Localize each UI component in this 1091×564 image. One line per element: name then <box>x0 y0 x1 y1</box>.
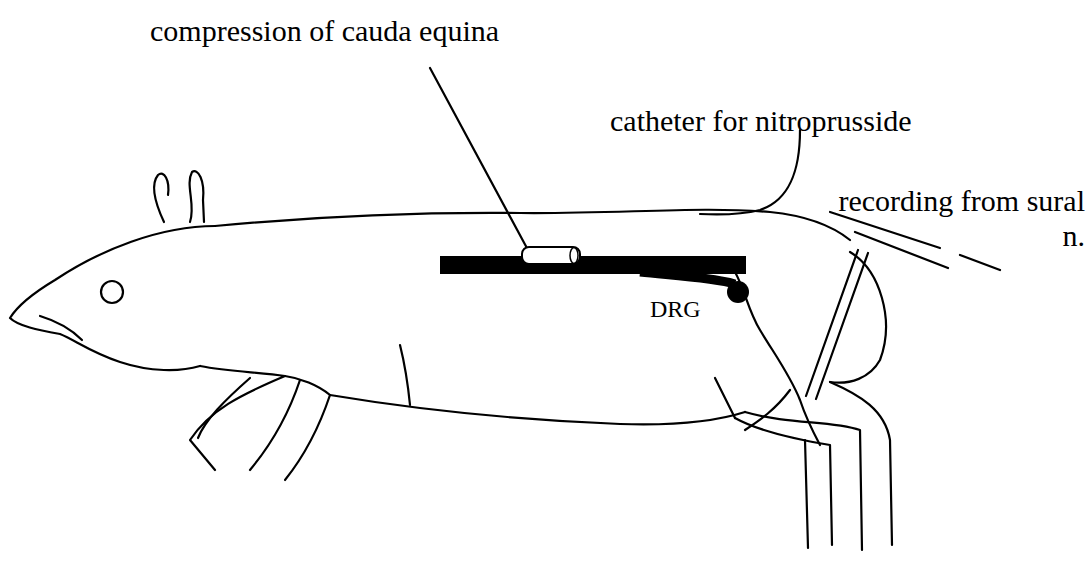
foreleg <box>285 395 330 480</box>
thigh-line <box>715 378 735 418</box>
hindleg <box>735 418 832 545</box>
tail <box>855 232 948 268</box>
recording-electrode <box>806 250 858 396</box>
catheter <box>700 130 800 215</box>
foreleg <box>250 380 300 470</box>
compression-device <box>522 247 580 264</box>
spinal-column-bar <box>440 256 746 274</box>
hindleg <box>745 412 862 550</box>
ear <box>190 171 204 222</box>
leader-line <box>430 68 528 250</box>
recording-electrode <box>816 253 868 399</box>
nerve-branch <box>745 390 790 430</box>
belly-outline <box>330 395 745 424</box>
back-outline <box>215 210 850 240</box>
head-outline <box>10 226 215 370</box>
foreleg <box>198 378 250 438</box>
callout-label: compression of cauda equina <box>150 14 499 49</box>
eye <box>101 281 123 303</box>
chest <box>285 376 330 395</box>
nerve <box>735 272 820 445</box>
nerve-root <box>640 272 735 284</box>
callout-label: recording from sural n. <box>835 184 1085 253</box>
foreleg <box>190 366 285 470</box>
drg-ganglion <box>727 281 749 303</box>
ganglion-label: DRG <box>650 296 701 324</box>
rump-outline <box>830 252 886 383</box>
mouth <box>40 316 82 340</box>
hindleg <box>830 382 892 545</box>
hindleg <box>805 440 808 548</box>
callout-label: catheter for nitroprusside <box>610 104 912 139</box>
tail <box>960 255 1000 270</box>
ear <box>154 174 168 222</box>
compression-device <box>570 248 578 264</box>
body-line <box>400 345 410 405</box>
